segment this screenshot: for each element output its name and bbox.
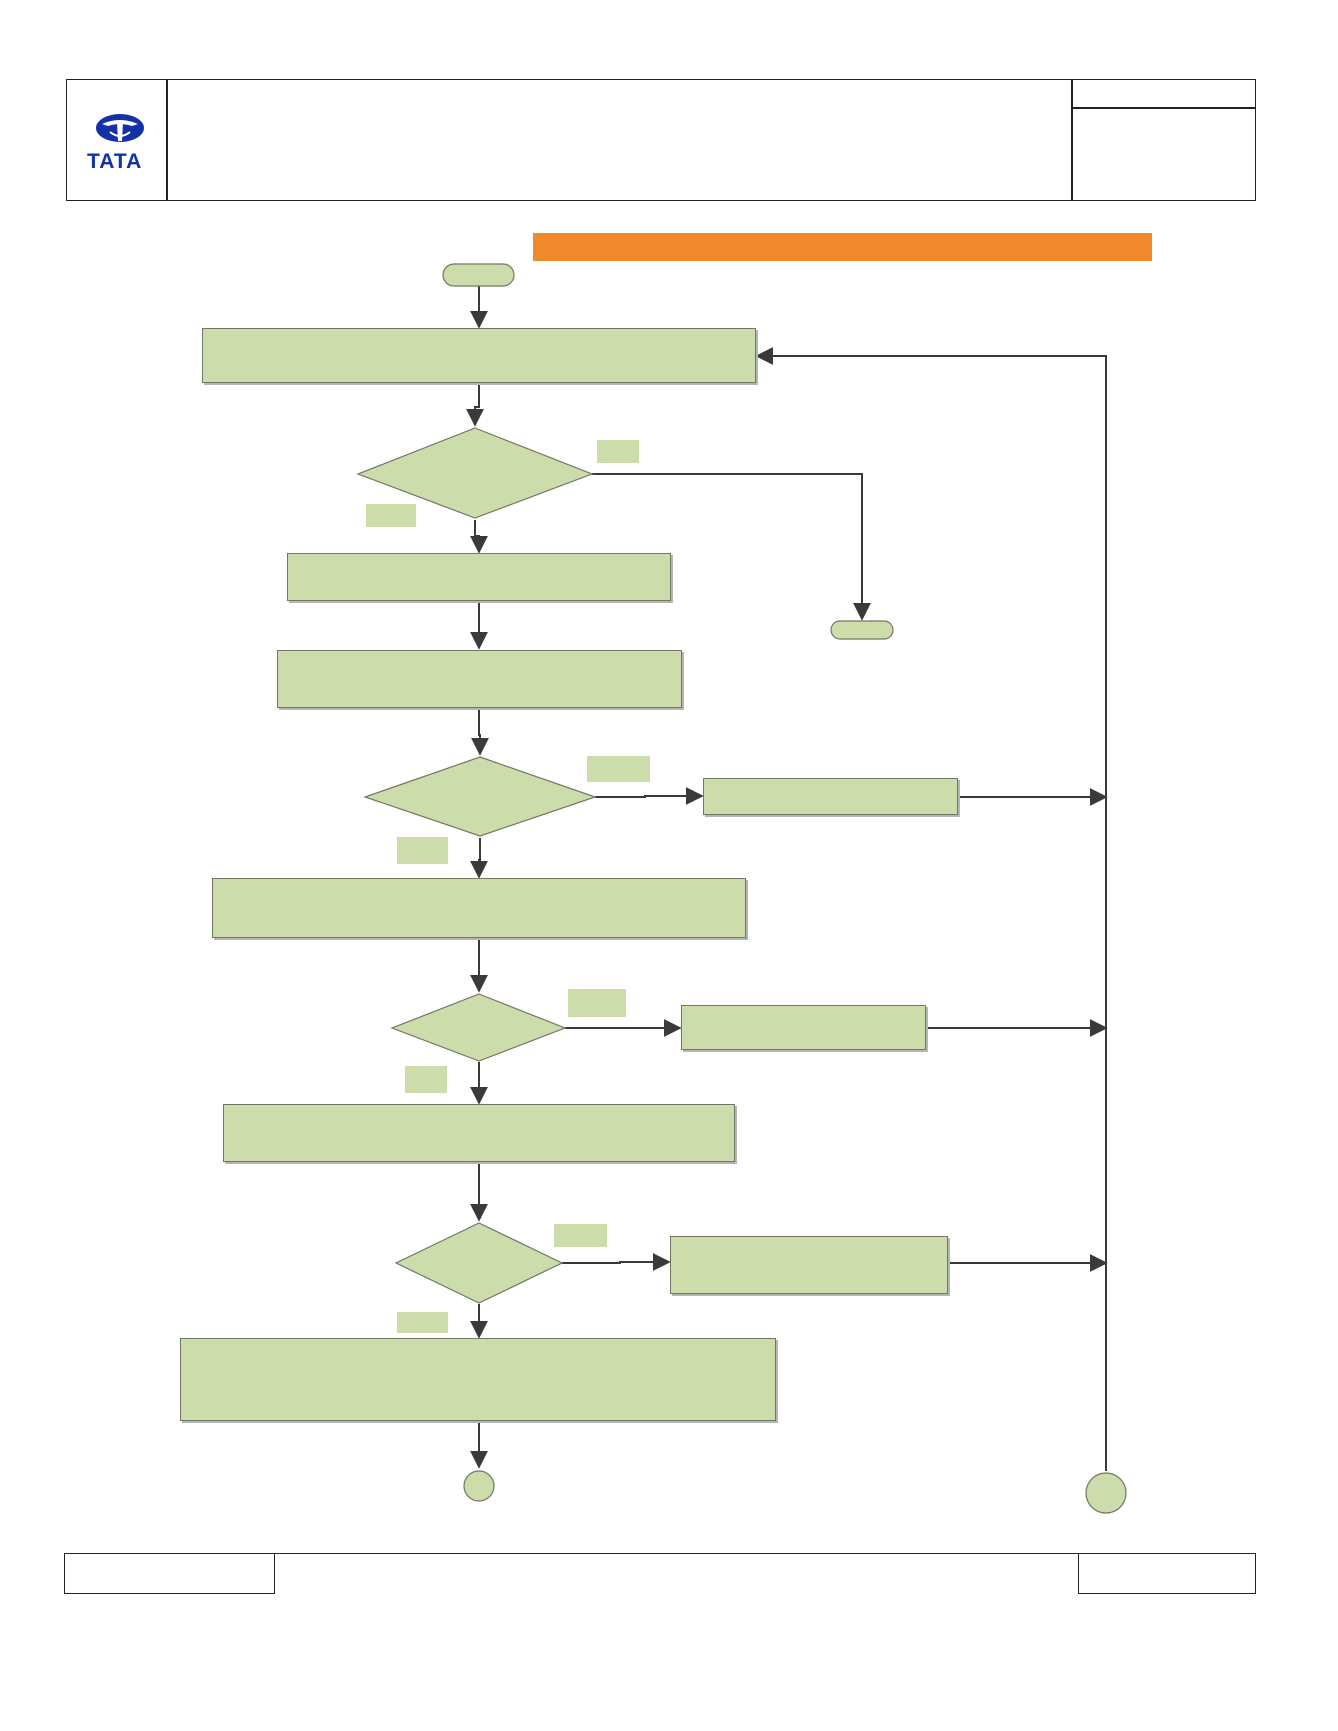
header-logo-divider bbox=[166, 79, 168, 201]
end-terminator-shape bbox=[830, 620, 894, 640]
tata-logo: TATA bbox=[80, 104, 160, 184]
header-info-divider bbox=[1071, 79, 1073, 201]
arrow-step3-d2 bbox=[471, 708, 489, 756]
step-4-box bbox=[212, 878, 746, 938]
header-info-split bbox=[1071, 107, 1256, 109]
start-terminator-shape bbox=[442, 263, 515, 287]
decision-1-shape bbox=[356, 427, 594, 519]
tata-logo-icon bbox=[96, 114, 144, 142]
footer-left-box bbox=[64, 1553, 275, 1594]
side-3-box bbox=[681, 1005, 926, 1050]
decision-4-shape bbox=[394, 1222, 564, 1304]
connector-2-shape bbox=[1085, 1472, 1127, 1514]
step-5-box bbox=[223, 1104, 735, 1162]
side-2-box bbox=[703, 778, 958, 815]
footer-frame bbox=[64, 1553, 1256, 1594]
d1-down-label bbox=[366, 504, 416, 527]
arrow-d2-step4 bbox=[470, 838, 488, 879]
side-4-box bbox=[670, 1236, 948, 1294]
decision-3-shape bbox=[390, 993, 567, 1062]
arrow-loop-step1 bbox=[755, 347, 1107, 1471]
d4-down-label bbox=[397, 1312, 448, 1333]
d3-right-label bbox=[568, 989, 626, 1017]
d2-right-label bbox=[587, 756, 650, 782]
arrow-d4-side4 bbox=[562, 1253, 671, 1271]
footer-left-text bbox=[65, 1554, 274, 1578]
arrow-d1-step2 bbox=[470, 520, 488, 554]
step-3-box bbox=[277, 650, 682, 708]
header-frame bbox=[66, 79, 1256, 201]
section-banner bbox=[533, 233, 1152, 261]
d1-right-label bbox=[597, 440, 639, 463]
step-2-box bbox=[287, 553, 671, 601]
step-1-box bbox=[202, 328, 756, 383]
d2-down-label bbox=[397, 837, 448, 864]
d3-down-label bbox=[405, 1066, 447, 1093]
footer-right-text bbox=[1079, 1554, 1255, 1578]
footer-right-box bbox=[1078, 1553, 1256, 1594]
arrow-d1-end bbox=[592, 473, 871, 621]
arrow-step1-d1 bbox=[466, 383, 484, 427]
connector-1-shape bbox=[463, 1470, 495, 1502]
step-6-box bbox=[180, 1338, 776, 1421]
tata-logo-text: TATA bbox=[87, 150, 143, 173]
d4-right-label bbox=[554, 1224, 607, 1247]
decision-2-shape bbox=[363, 756, 597, 837]
arrow-d2-side2 bbox=[595, 787, 704, 805]
